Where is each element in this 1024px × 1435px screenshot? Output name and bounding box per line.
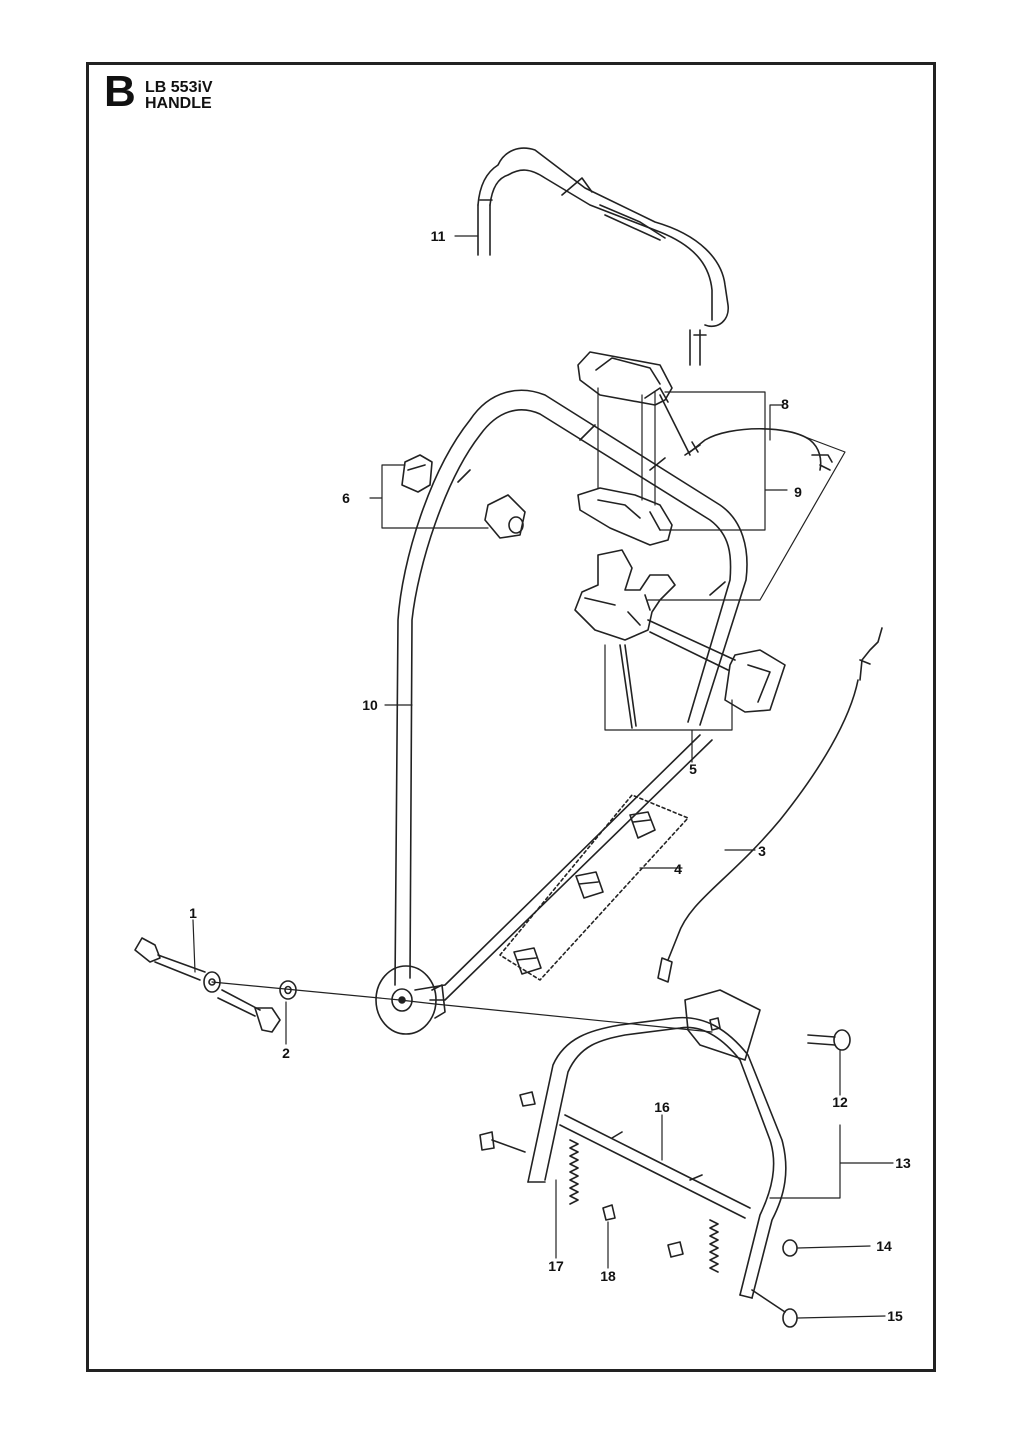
callout-14: 14 — [876, 1238, 892, 1254]
pivot-hub — [375, 965, 446, 1035]
main-handle-frame — [394, 389, 748, 1001]
callout-1: 1 — [189, 905, 197, 921]
lock-lever — [134, 937, 281, 1033]
callout-16: 16 — [654, 1099, 670, 1115]
display-cover — [577, 351, 673, 406]
cable-clips — [499, 794, 689, 981]
lower-frame — [527, 989, 787, 1299]
callout-6: 6 — [342, 490, 350, 506]
callout-9: 9 — [794, 484, 802, 500]
springs — [569, 1139, 719, 1273]
fasteners — [479, 1029, 851, 1328]
callout-13: 13 — [895, 1155, 911, 1171]
callout-5: 5 — [689, 761, 697, 777]
callout-15: 15 — [887, 1308, 903, 1324]
callout-8: 8 — [781, 396, 789, 412]
callout-11: 11 — [431, 228, 446, 244]
leader-lines — [192, 235, 894, 1319]
callout-3: 3 — [758, 843, 766, 859]
callout-17: 17 — [548, 1258, 564, 1274]
top-handlebar — [477, 147, 729, 366]
control-unit — [574, 549, 786, 729]
cable — [657, 627, 883, 983]
callout-10: 10 — [362, 697, 378, 713]
model-name: LB 553iV — [145, 79, 213, 96]
lower-housing — [577, 487, 673, 546]
section-letter: B — [104, 67, 136, 116]
callout-4: 4 — [674, 861, 682, 877]
callout-12: 12 — [832, 1094, 848, 1110]
callout-labels: 1 2 3 4 5 6 8 9 10 11 12 13 14 15 16 17 … — [189, 228, 911, 1324]
diagram-title: HANDLE — [145, 95, 212, 112]
diagram-frame — [86, 62, 936, 1372]
rod — [559, 1114, 751, 1219]
callout-18: 18 — [600, 1268, 616, 1284]
wire-harness — [659, 394, 833, 471]
switch-parts — [401, 454, 526, 539]
callout-2: 2 — [282, 1045, 290, 1061]
